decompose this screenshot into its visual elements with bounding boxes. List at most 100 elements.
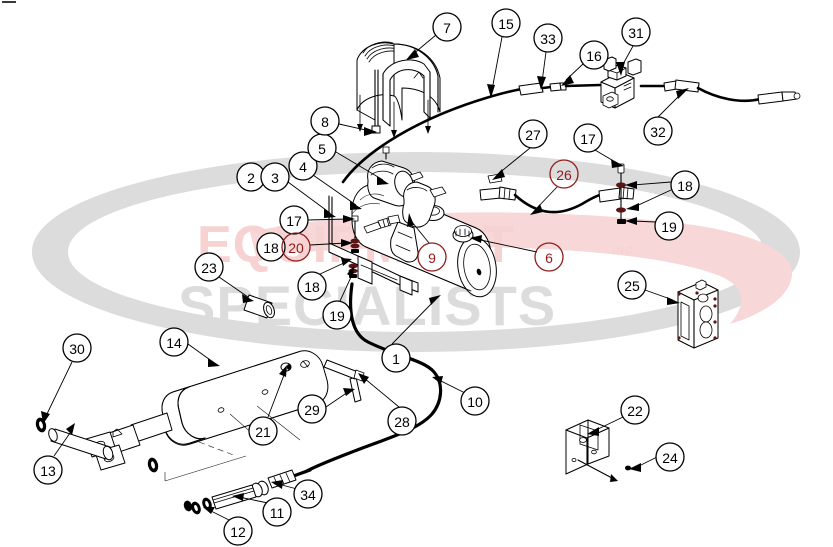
callout-balloon-8[interactable]: 8 bbox=[310, 106, 340, 136]
callout-circle bbox=[223, 516, 253, 546]
callout-balloon-17[interactable]: 17 bbox=[279, 205, 309, 235]
callout-number: 19 bbox=[661, 219, 677, 235]
callout-circle bbox=[643, 116, 673, 146]
pump-manifold bbox=[390, 181, 447, 263]
callout-balloon-10[interactable]: 10 bbox=[460, 386, 490, 416]
callout-balloon-15[interactable]: 15 bbox=[491, 8, 521, 38]
callout-balloon-11[interactable]: 11 bbox=[262, 497, 292, 527]
callout-balloon-9[interactable]: 9 bbox=[417, 242, 447, 272]
callout-circle bbox=[549, 159, 579, 189]
callout-circle bbox=[670, 170, 700, 200]
callout-balloon-7[interactable]: 7 bbox=[432, 12, 462, 42]
callout-balloon-28[interactable]: 28 bbox=[387, 406, 417, 436]
battery-box-cover bbox=[356, 41, 441, 138]
callout-balloon-19[interactable]: 19 bbox=[654, 211, 684, 241]
pin-28 bbox=[323, 359, 365, 382]
snap-ring-lower bbox=[147, 457, 159, 473]
callout-number: 18 bbox=[263, 240, 279, 256]
callout-balloon-5[interactable]: 5 bbox=[307, 133, 337, 163]
callout-number: 3 bbox=[271, 170, 279, 186]
callout-circle bbox=[256, 232, 286, 262]
callout-balloon-18[interactable]: 18 bbox=[670, 170, 700, 200]
callout-circle bbox=[297, 394, 327, 424]
callout-balloon-19[interactable]: 19 bbox=[322, 300, 352, 330]
callout-balloon-32[interactable]: 32 bbox=[643, 116, 673, 146]
callout-balloon-6[interactable]: 6 bbox=[534, 242, 564, 272]
callout-circle bbox=[534, 242, 564, 272]
callout-number: 24 bbox=[662, 450, 678, 466]
callout-circle bbox=[491, 8, 521, 38]
cable-connector-33 bbox=[518, 82, 544, 96]
callout-number: 32 bbox=[650, 124, 666, 140]
callout-circle bbox=[579, 40, 609, 70]
callout-balloon-34[interactable]: 34 bbox=[293, 479, 323, 509]
callout-balloon-31[interactable]: 31 bbox=[621, 17, 651, 47]
callout-circle bbox=[322, 300, 352, 330]
callout-number: 14 bbox=[166, 335, 182, 351]
callout-balloon-12[interactable]: 12 bbox=[223, 516, 253, 546]
watermark-line2: SPECIALISTS bbox=[178, 274, 556, 337]
callout-balloon-24[interactable]: 24 bbox=[655, 442, 685, 472]
callout-circle bbox=[460, 386, 490, 416]
callout-number: 22 bbox=[627, 403, 643, 419]
callout-number: 15 bbox=[498, 16, 514, 32]
callout-balloon-22[interactable]: 22 bbox=[620, 395, 650, 425]
callout-balloon-21[interactable]: 21 bbox=[248, 416, 278, 446]
clevis-pin-13 bbox=[48, 428, 114, 461]
hose-end-right bbox=[598, 186, 635, 203]
callout-circle bbox=[279, 205, 309, 235]
callout-circle bbox=[573, 123, 603, 153]
callout-balloon-14[interactable]: 14 bbox=[159, 327, 189, 357]
callout-balloon-25[interactable]: 25 bbox=[617, 270, 647, 300]
callout-balloon-3[interactable]: 3 bbox=[260, 162, 290, 192]
callout-number: 21 bbox=[255, 424, 271, 440]
callout-number: 23 bbox=[201, 260, 217, 276]
callout-circle bbox=[617, 270, 647, 300]
callout-number: 2 bbox=[247, 170, 255, 186]
bracket-hardware-stack bbox=[350, 238, 360, 253]
reservoir-filler-cap bbox=[452, 225, 474, 243]
callout-balloon-27[interactable]: 27 bbox=[518, 119, 548, 149]
callout-balloon-1[interactable]: 1 bbox=[381, 343, 411, 373]
washers-12 bbox=[183, 497, 212, 515]
callout-balloon-18[interactable]: 18 bbox=[297, 271, 327, 301]
callout-number: 16 bbox=[586, 48, 602, 64]
solenoid-module-25 bbox=[677, 279, 719, 349]
callout-number: 28 bbox=[394, 414, 410, 430]
callout-circle bbox=[62, 333, 92, 363]
callout-balloon-4[interactable]: 4 bbox=[288, 151, 318, 181]
callout-circle bbox=[417, 242, 447, 272]
callout-circle bbox=[654, 211, 684, 241]
callout-balloon-33[interactable]: 33 bbox=[533, 23, 563, 53]
callout-balloon-18[interactable]: 18 bbox=[256, 232, 286, 262]
callout-balloon-23[interactable]: 23 bbox=[194, 252, 224, 282]
callout-circle bbox=[621, 17, 651, 47]
callout-balloon-13[interactable]: 13 bbox=[33, 455, 63, 485]
callout-balloon-16[interactable]: 16 bbox=[579, 40, 609, 70]
callout-balloon-29[interactable]: 29 bbox=[297, 394, 327, 424]
callout-number: 20 bbox=[288, 240, 304, 256]
callout-circle bbox=[310, 106, 340, 136]
callout-number: 34 bbox=[300, 487, 316, 503]
callout-number: 29 bbox=[304, 402, 320, 418]
callout-number: 8 bbox=[321, 114, 329, 130]
hose-assembly-10 bbox=[303, 282, 443, 474]
tube-nipple-11 bbox=[211, 484, 257, 510]
callout-number: 18 bbox=[304, 279, 320, 295]
callout-balloon-17[interactable]: 17 bbox=[573, 123, 603, 153]
callout-circle bbox=[288, 151, 318, 181]
callout-number: 1 bbox=[392, 351, 400, 367]
callout-balloon-26[interactable]: 26 bbox=[549, 159, 579, 189]
leader-lines bbox=[41, 34, 689, 522]
callout-circle bbox=[194, 252, 224, 282]
callout-circle bbox=[281, 232, 311, 262]
mounting-bracket-22 bbox=[565, 419, 639, 482]
callout-balloon-30[interactable]: 30 bbox=[62, 333, 92, 363]
callout-balloon-20[interactable]: 20 bbox=[281, 232, 311, 262]
install-arrows bbox=[357, 94, 431, 138]
callout-circle bbox=[381, 343, 411, 373]
callout-circle bbox=[432, 12, 462, 42]
